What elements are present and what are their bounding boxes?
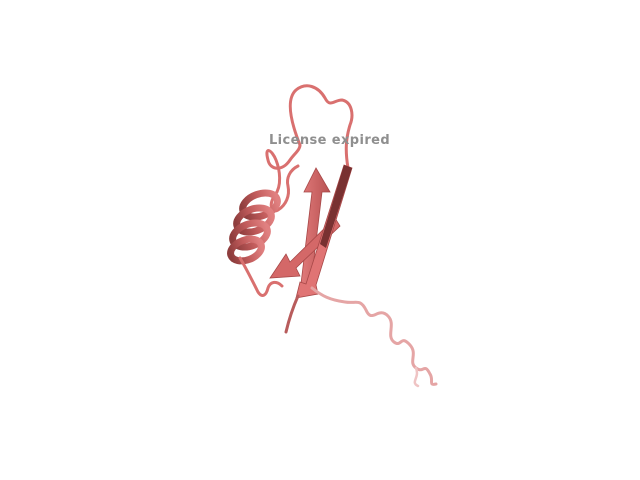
loop-top bbox=[288, 84, 354, 170]
license-expired-watermark: License expired bbox=[269, 133, 391, 148]
disordered-tail bbox=[310, 286, 438, 386]
loop-bottom bbox=[284, 294, 300, 334]
helix-coil bbox=[227, 189, 281, 265]
loop-upper-left bbox=[265, 143, 302, 213]
beta-strand-3-edge bbox=[320, 165, 352, 248]
disordered-tail-end bbox=[413, 366, 420, 388]
loop-lower-left bbox=[238, 256, 284, 297]
